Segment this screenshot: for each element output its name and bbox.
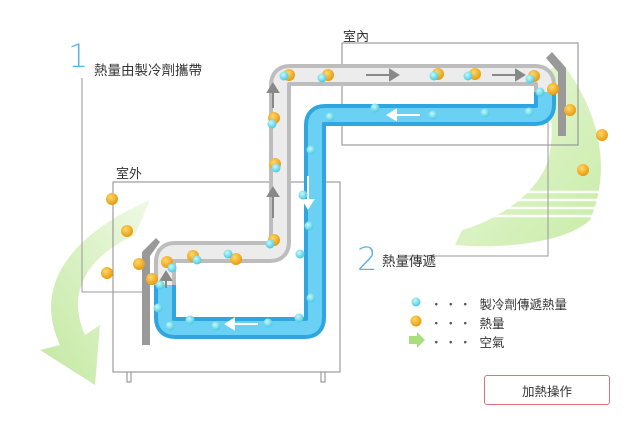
legend-dots: ・・・	[430, 335, 474, 350]
outdoor-fin	[142, 238, 160, 345]
indoor-label: 室內	[343, 30, 370, 45]
indoor-fin	[546, 52, 566, 136]
step2-label: 熱量傳遞	[382, 254, 436, 270]
legend-heat-icon	[410, 315, 422, 327]
legend-dots: ・・・	[430, 297, 474, 312]
indoor-airflow-stripes	[484, 190, 606, 218]
legend-air-label: 空氣	[479, 335, 505, 350]
heating-operation-button[interactable]: 加熱操作	[484, 375, 610, 405]
outdoor-label: 室外	[116, 167, 143, 182]
step2-number: 2	[357, 240, 378, 278]
refrigerant-particles	[153, 71, 545, 331]
step1-label: 熱量由製冷劑攜帶	[94, 63, 202, 79]
legend-dots: ・・・	[430, 316, 474, 331]
legend-heat-label: 熱量	[479, 316, 505, 331]
outdoor-airflow-arrow	[40, 200, 150, 385]
indoor-airflow	[455, 60, 601, 247]
step1-leader-line	[81, 78, 150, 293]
legend-refrigerant-label: 製冷劑傳遞熱量	[479, 297, 568, 312]
legend-air: ・・・ 空氣	[410, 332, 505, 351]
refrigerant-pipe-blue	[154, 92, 556, 339]
legend-heat: ・・・ 熱量	[410, 313, 505, 332]
outdoor-unit-box	[112, 181, 341, 373]
blue-pipe-flow-arrows	[224, 108, 420, 331]
outdoor-unit-feet	[126, 372, 326, 383]
legend-refrigerant-icon	[411, 297, 421, 307]
step1-number: 1	[68, 37, 89, 75]
legend-air-arrow-icon	[409, 332, 425, 348]
gray-pipe-flow-arrows	[159, 68, 526, 288]
step2-leader-line	[405, 90, 549, 257]
legend-refrigerant: ・・・ 製冷劑傳遞熱量	[410, 294, 567, 313]
